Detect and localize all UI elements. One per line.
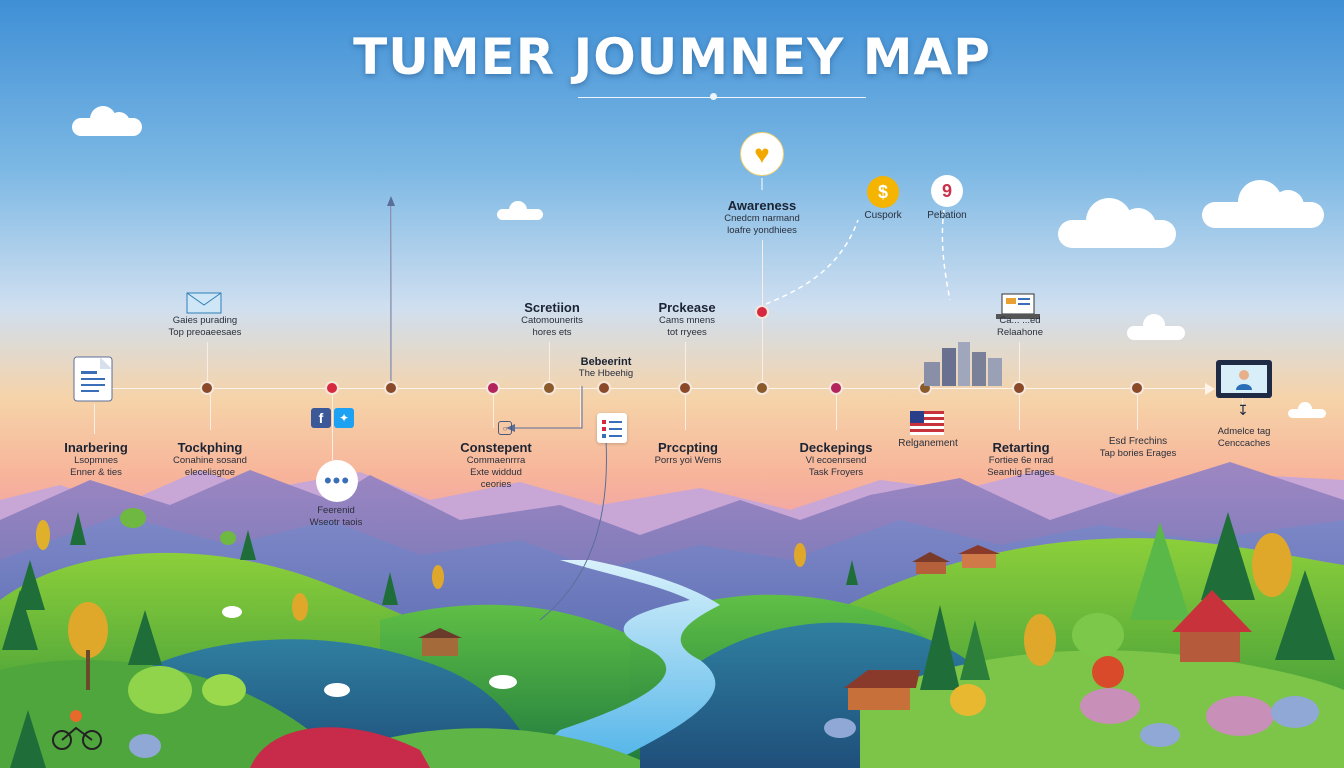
stage-label-bottom: Admelce tag Cenccaches	[1217, 426, 1271, 449]
timeline-node[interactable]	[325, 381, 339, 395]
stem	[836, 394, 837, 430]
dollar-coin-icon: $	[867, 176, 899, 208]
stem	[210, 394, 211, 430]
timeline-node[interactable]	[597, 381, 611, 395]
title-divider-dot	[710, 93, 717, 100]
instagram-icon[interactable]: ○	[498, 421, 512, 435]
location-pin-icon: 9	[931, 175, 963, 207]
stage-label-top: Pebation	[927, 210, 967, 221]
timeline-node[interactable]	[1130, 381, 1144, 395]
rocks	[129, 688, 1319, 758]
cloud	[1127, 314, 1185, 340]
stem	[549, 342, 550, 388]
stage-label-top: Bebeerint The Hbeehig	[578, 356, 634, 379]
cloud	[497, 200, 543, 220]
stem	[1242, 396, 1243, 406]
heart-icon: ♥	[740, 132, 784, 176]
stage-label-top: Cuspork	[864, 210, 902, 221]
cloud	[72, 104, 142, 136]
houses	[418, 545, 1252, 710]
stage-label-bottom: Relganement	[898, 438, 958, 449]
city-buildings-icon	[924, 340, 1004, 386]
stem	[580, 386, 581, 428]
timeline-node[interactable]	[829, 381, 843, 395]
timeline-node[interactable]	[542, 381, 556, 395]
envelope-icon	[186, 292, 222, 314]
checklist-icon	[597, 413, 627, 443]
stem	[94, 404, 95, 434]
twitter-icon[interactable]: ✦	[334, 408, 354, 428]
cloud	[1288, 402, 1326, 418]
stem	[685, 342, 686, 388]
flower-bed	[250, 727, 430, 768]
stem	[493, 394, 494, 428]
timeline-node[interactable]	[755, 305, 769, 319]
stage-label-bottom: Esd Frechins Tap bories Erages	[1099, 436, 1177, 459]
timeline-node[interactable]	[200, 381, 214, 395]
chat-bubble-icon: •••	[316, 460, 358, 502]
title-divider	[578, 97, 866, 98]
laptop-icon	[996, 292, 1040, 322]
facebook-icon[interactable]: f	[311, 408, 331, 428]
page-title: TUMER JOUMNEY MAP	[353, 28, 991, 86]
monitor-user-icon	[1216, 360, 1272, 398]
hill-bubbles	[222, 606, 517, 697]
timeline-node[interactable]	[486, 381, 500, 395]
timeline-arrowhead	[1205, 383, 1215, 395]
cloud	[1202, 180, 1324, 228]
hill-front-middle	[380, 728, 640, 768]
cloud	[1058, 196, 1176, 248]
stem	[332, 394, 333, 460]
stem	[1137, 394, 1138, 430]
river	[520, 560, 720, 768]
arrow-down-icon: ↧	[1237, 401, 1249, 418]
us-flag-icon	[910, 411, 944, 435]
stem	[685, 394, 686, 430]
timeline-node[interactable]	[1012, 381, 1026, 395]
trees	[2, 508, 1335, 768]
timeline-node[interactable]	[678, 381, 692, 395]
timeline-axis	[100, 388, 1208, 389]
document-icon	[72, 355, 116, 403]
cyclist	[52, 710, 102, 750]
timeline-node[interactable]	[755, 381, 769, 395]
stem	[1019, 394, 1020, 430]
stage-label-bottom: Prccpting Porrs yoi Wems	[654, 440, 722, 466]
stem	[207, 342, 208, 388]
stem	[1019, 342, 1020, 388]
timeline-node[interactable]	[384, 381, 398, 395]
